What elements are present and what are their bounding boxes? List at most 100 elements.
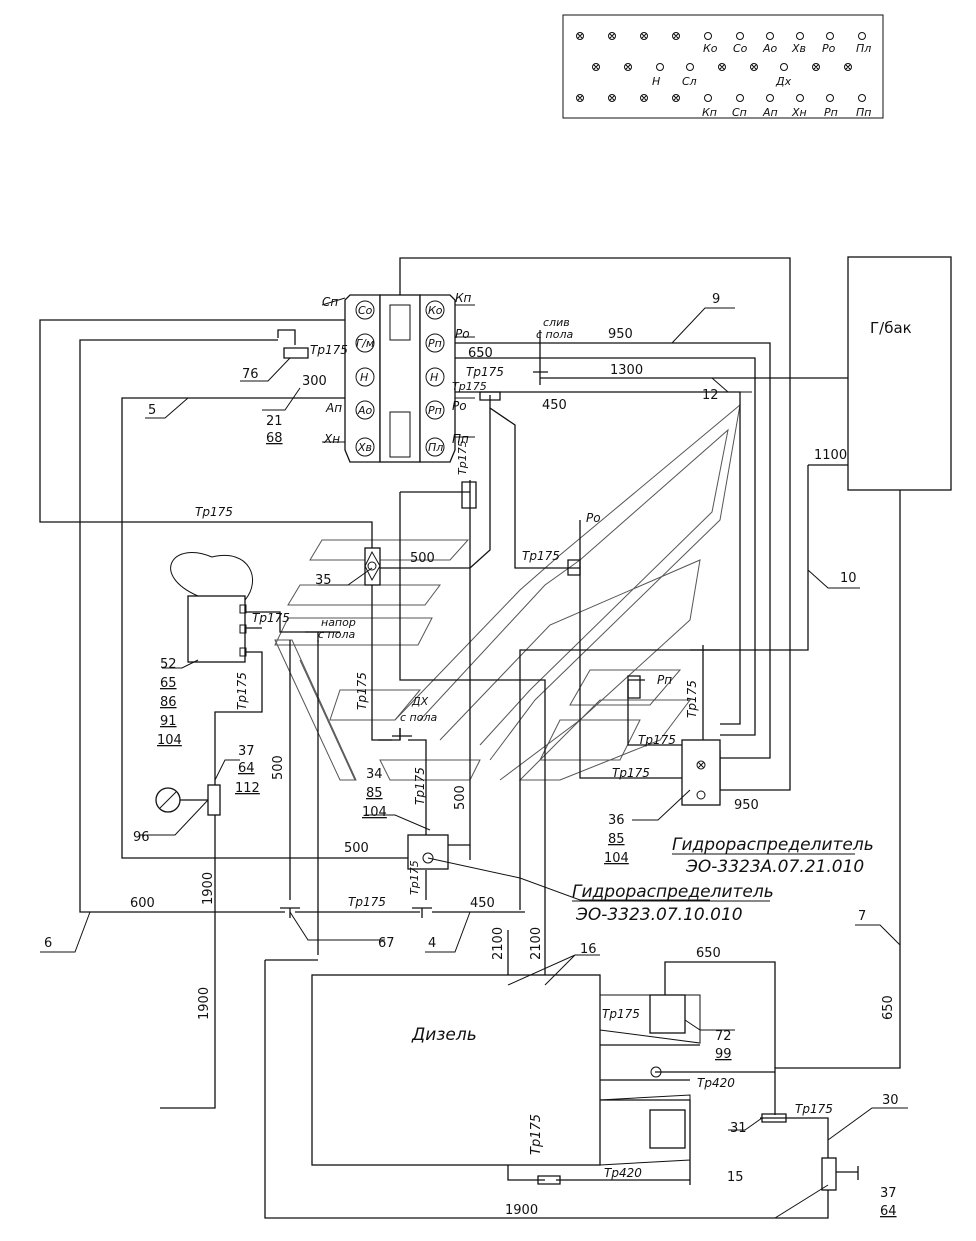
dimension: 500 <box>453 785 468 810</box>
block-button-label: Ко <box>428 304 443 317</box>
legend-label: Сп <box>732 106 747 119</box>
dimension: 950 <box>734 798 759 813</box>
distributor-titles: Гидрораспределитель ЭО-3323А.07.21.010 Г… <box>572 835 874 925</box>
notes: слив с пола напор с пола ДХ с пола <box>318 316 573 724</box>
block-button-label: Н <box>360 371 368 384</box>
block-left-label: Сп <box>322 295 338 309</box>
pipe-labels: Тр175 Тр175 Тр175 Тр175 Тр175 Тр175 Тр17… <box>195 343 833 1180</box>
pipe-label: Рп <box>657 673 672 687</box>
pipe-label: Тр175 <box>795 1102 833 1116</box>
block-button-label: Г/м <box>356 337 374 350</box>
distributor-secondary-title: Гидрораспределитель <box>572 882 774 902</box>
callout: 21 <box>266 414 283 429</box>
pipe-label: Тр175 <box>252 611 290 625</box>
pipe-label: Тр175 <box>602 1007 640 1021</box>
callout: 5 <box>148 403 156 418</box>
dimension: 1900 <box>505 1203 538 1218</box>
callout: 52 <box>160 657 177 672</box>
legend-label: Пп <box>856 106 871 119</box>
callout: 34 <box>366 767 383 782</box>
pipe-label: Тр175 <box>195 505 233 519</box>
legend-label: Пл <box>856 42 871 55</box>
dimension: 500 <box>344 841 369 856</box>
note-drain: слив <box>543 316 570 329</box>
dimension: 2100 <box>529 927 544 960</box>
note-pressure: с пола <box>318 628 355 641</box>
pressure-gauge <box>155 784 221 816</box>
legend-label: Н <box>652 75 660 88</box>
legend-label: Сл <box>682 75 697 88</box>
callout: 104 <box>157 733 182 748</box>
distributor-main-title: Гидрораспределитель <box>672 835 874 855</box>
legend-label: Со <box>733 42 748 55</box>
control-block: Со Г/м Н Ао Хв Ко Рп Н Рп Пл Сп Ап Хн Кп… <box>321 291 475 463</box>
pipe-label: Тр175 <box>413 767 427 805</box>
distributor-secondary-code: ЭО-3323.07.10.010 <box>575 905 743 925</box>
note-drain: с пола <box>536 328 573 341</box>
distributor-36 <box>681 739 721 806</box>
callout: 96 <box>133 830 150 845</box>
block-right-label: Ро <box>452 399 467 413</box>
callout: 37 <box>238 744 255 759</box>
block-button-label: Рп <box>428 404 442 417</box>
dimension: 1300 <box>610 363 643 378</box>
block-button-label: Пл <box>428 441 443 454</box>
cab-outline <box>274 403 741 781</box>
note-pressure: напор <box>321 616 356 629</box>
pipe-label: Тр175 <box>235 672 249 710</box>
note-dx: ДХ <box>411 695 429 708</box>
dimension: 450 <box>542 398 567 413</box>
dimension: 500 <box>271 755 286 780</box>
callout: 37 <box>880 1186 897 1201</box>
callout: 76 <box>242 367 259 382</box>
pipe-label: Тр175 <box>355 672 369 710</box>
block-button-label: Н <box>430 371 438 384</box>
callout: 30 <box>882 1093 899 1108</box>
dimensions: 950 650 1300 450 300 1100 500 500 500 50… <box>130 327 896 1218</box>
legend-label: Хн <box>791 106 807 119</box>
callout: 31 <box>730 1121 747 1136</box>
pipe-label: Тр175 <box>408 860 421 895</box>
callout: 85 <box>608 832 625 847</box>
legend-label: Ко <box>703 42 718 55</box>
callout: 104 <box>604 851 629 866</box>
pipe-label: Тр175 <box>522 549 560 563</box>
callout: 10 <box>840 571 857 586</box>
block-button-label: Со <box>358 304 373 317</box>
callouts: 9 12 10 7 5 6 4 67 76 21 68 35 96 16 15 … <box>44 292 899 1219</box>
block-left-label: Ап <box>325 401 342 415</box>
diesel-engine: Дизель <box>311 974 701 1166</box>
callout: 104 <box>362 805 387 820</box>
tank-label: Г/бак <box>870 319 912 337</box>
pipe-label: Ро <box>586 511 601 525</box>
callout: 12 <box>702 388 719 403</box>
callout: 99 <box>715 1047 732 1062</box>
pipe-label: Тр175 <box>529 1114 544 1155</box>
dimension: 1900 <box>201 872 216 905</box>
pipe-label: Тр175 <box>638 733 676 747</box>
pipe-label: Тр175 <box>452 380 487 393</box>
block-button-label: Хв <box>357 441 372 454</box>
pipe-label: Тр175 <box>612 766 650 780</box>
engine-label: Дизель <box>411 1025 477 1045</box>
pipe-label: Тр420 <box>604 1166 642 1180</box>
dimension: 300 <box>302 374 327 389</box>
legend-label: Хв <box>791 42 806 55</box>
callout: 64 <box>880 1204 897 1219</box>
callout: 9 <box>712 292 720 307</box>
callout: 15 <box>727 1170 744 1185</box>
check-valve-35 <box>364 547 381 586</box>
legend-label: Ап <box>762 106 778 119</box>
block-button-label: Ао <box>357 404 373 417</box>
callout: 91 <box>160 714 177 729</box>
dimension: 600 <box>130 896 155 911</box>
dimension: 650 <box>696 946 721 961</box>
pipe-label: Тр175 <box>456 440 469 475</box>
hydraulic-tank: Г/бак <box>847 256 952 491</box>
pipe-label: Тр175 <box>466 365 504 379</box>
callout: 65 <box>160 676 177 691</box>
legend-label: Ао <box>762 42 778 55</box>
dimension: 650 <box>881 995 896 1020</box>
block-right-label: Пп <box>452 432 469 446</box>
